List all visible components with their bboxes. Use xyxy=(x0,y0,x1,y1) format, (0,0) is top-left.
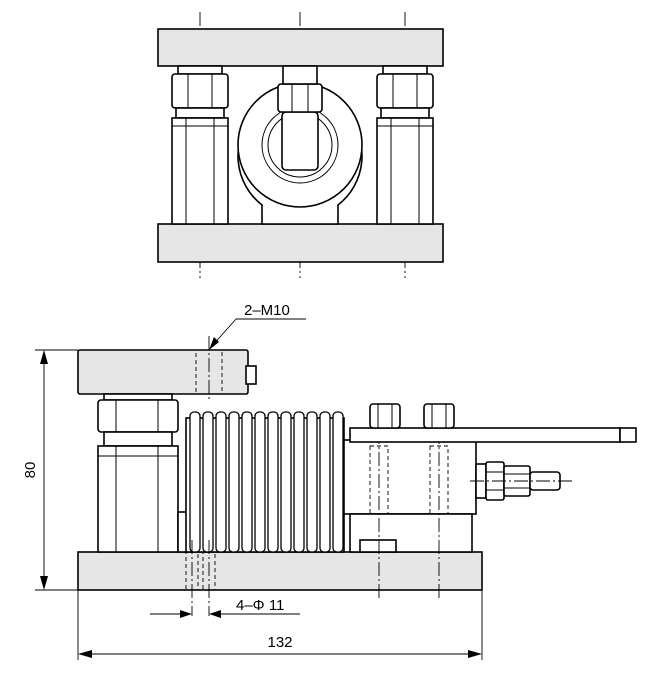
side-support-column xyxy=(97,445,179,553)
cable-gland-connector xyxy=(470,461,572,501)
side-view: 80 132 4–Φ 11 2–M10 xyxy=(22,302,637,660)
width-dimension xyxy=(77,590,483,660)
bracket-end xyxy=(619,427,637,443)
right-support-column xyxy=(376,117,434,225)
load-cell-block xyxy=(343,439,477,515)
hole-dimension xyxy=(150,610,300,618)
left-support-column xyxy=(171,117,229,225)
bracket-bolt-2 xyxy=(423,403,455,429)
height-dimension xyxy=(35,349,78,591)
side-base-plate xyxy=(77,551,483,591)
front-view xyxy=(157,12,444,278)
plate-bolt-head xyxy=(245,365,257,385)
load-cell-ring xyxy=(237,65,363,225)
top-plate xyxy=(157,28,444,67)
load-cell-body xyxy=(343,430,477,600)
load-cell-top-bracket xyxy=(349,403,637,443)
bellows-cover xyxy=(185,411,345,553)
left-hex-nut xyxy=(171,65,229,119)
thread-callout-label: 2–M10 xyxy=(244,302,290,319)
side-top-plate xyxy=(77,349,249,395)
width-dimension-label: 132 xyxy=(267,634,292,651)
base-plate xyxy=(157,223,444,263)
height-dimension-label: 80 xyxy=(22,462,39,479)
mount-bolt xyxy=(359,539,397,553)
top-bracket-arm xyxy=(349,427,621,443)
thread-callout-leader xyxy=(209,318,306,350)
side-hex-nut xyxy=(97,393,179,447)
hole-callout-label: 4–Φ 11 xyxy=(236,597,284,614)
bracket-bolt-1 xyxy=(369,403,401,429)
right-hex-nut xyxy=(376,65,434,119)
